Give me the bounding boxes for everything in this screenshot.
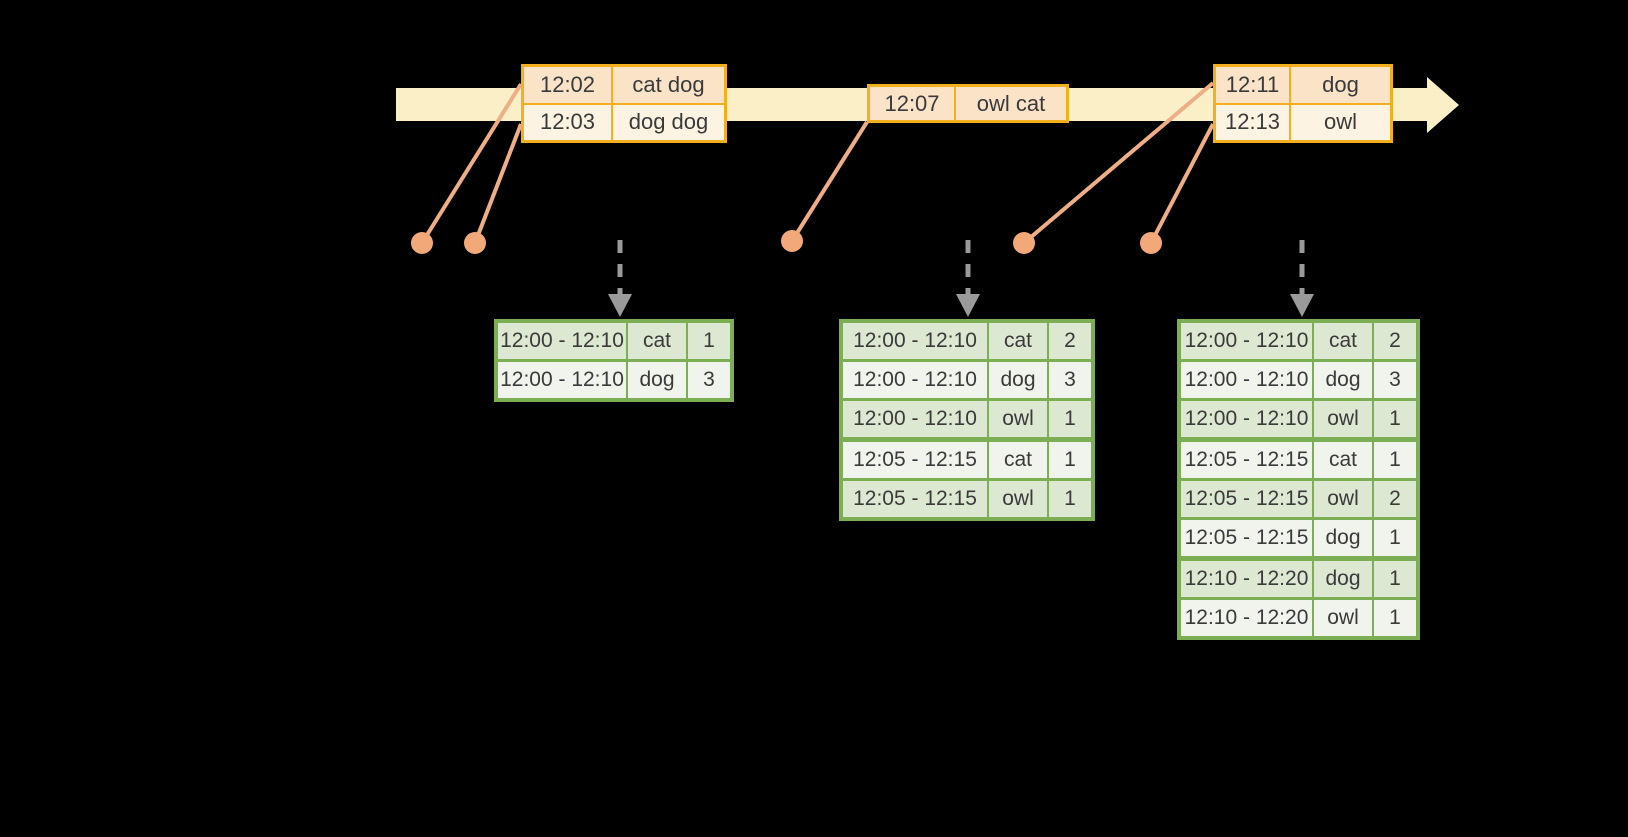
table-cell-count: 1 bbox=[1374, 600, 1416, 636]
table-cell-count: 3 bbox=[1049, 362, 1091, 398]
table-cell-window: 12:05 - 12:15 bbox=[1181, 481, 1312, 517]
table-cell-word: owl bbox=[989, 481, 1047, 517]
table-cell-word: cat bbox=[1314, 442, 1372, 478]
trigger-arrow-head-icon bbox=[608, 294, 632, 317]
table-cell-count: 2 bbox=[1374, 481, 1416, 517]
event-dot-icon bbox=[1013, 232, 1035, 254]
table-cell-window: 12:00 - 12:10 bbox=[498, 362, 626, 398]
table-cell-word: dog bbox=[628, 362, 686, 398]
table-cell-window: 12:10 - 12:20 bbox=[1181, 561, 1312, 597]
table-cell-count: 1 bbox=[1374, 442, 1416, 478]
event-dot-icon bbox=[781, 230, 803, 252]
table-cell-window: 12:00 - 12:10 bbox=[843, 362, 987, 398]
table-cell-word: dog bbox=[1314, 520, 1372, 556]
table-cell-word: cat bbox=[628, 323, 686, 359]
table-cell-window: 12:05 - 12:15 bbox=[1181, 520, 1312, 556]
table-cell-window: 12:00 - 12:10 bbox=[843, 323, 987, 359]
table-cell-count: 1 bbox=[1049, 401, 1091, 437]
table-cell-window: 12:00 - 12:10 bbox=[843, 401, 987, 437]
table-cell-count: 1 bbox=[1374, 401, 1416, 437]
event-words-cell: owl cat bbox=[956, 87, 1066, 120]
trigger-arrow-head-icon bbox=[956, 294, 980, 317]
table-cell-window: 12:05 - 12:15 bbox=[843, 442, 987, 478]
table-cell-word: dog bbox=[989, 362, 1047, 398]
event-words-cell: cat dog bbox=[613, 67, 724, 103]
event-words-cell: owl bbox=[1291, 104, 1390, 140]
event-time-cell: 12:13 bbox=[1216, 104, 1289, 140]
event-connector-line bbox=[473, 123, 523, 244]
table-cell-word: cat bbox=[989, 323, 1047, 359]
table-cell-count: 1 bbox=[1049, 481, 1091, 517]
table-cell-word: owl bbox=[1314, 600, 1372, 636]
table-cell-window: 12:00 - 12:10 bbox=[1181, 362, 1312, 398]
table-cell-window: 12:00 - 12:10 bbox=[1181, 323, 1312, 359]
table-cell-word: owl bbox=[989, 401, 1047, 437]
table-cell-count: 2 bbox=[1049, 323, 1091, 359]
event-time-cell: 12:07 bbox=[870, 87, 954, 120]
table-cell-word: owl bbox=[1314, 401, 1372, 437]
event-time-cell: 12:03 bbox=[524, 104, 611, 140]
table-cell-count: 3 bbox=[1374, 362, 1416, 398]
table-cell-word: dog bbox=[1314, 362, 1372, 398]
table-cell-word: owl bbox=[1314, 481, 1372, 517]
event-words-cell: dog bbox=[1291, 67, 1390, 103]
table-cell-count: 1 bbox=[1049, 442, 1091, 478]
table-cell-window: 12:10 - 12:20 bbox=[1181, 600, 1312, 636]
table-cell-window: 12:00 - 12:10 bbox=[1181, 401, 1312, 437]
event-time-cell: 12:11 bbox=[1216, 67, 1289, 103]
table-cell-word: cat bbox=[1314, 323, 1372, 359]
event-connector-line bbox=[1149, 123, 1215, 244]
table-cell-count: 1 bbox=[688, 323, 730, 359]
event-time-cell: 12:02 bbox=[524, 67, 611, 103]
timeline-arrowhead-icon bbox=[1427, 77, 1459, 133]
table-cell-count: 1 bbox=[1374, 520, 1416, 556]
table-cell-count: 2 bbox=[1374, 323, 1416, 359]
event-dot-icon bbox=[411, 232, 433, 254]
table-cell-count: 1 bbox=[1374, 561, 1416, 597]
table-cell-window: 12:00 - 12:10 bbox=[498, 323, 626, 359]
event-dot-icon bbox=[1140, 232, 1162, 254]
table-cell-window: 12:05 - 12:15 bbox=[1181, 442, 1312, 478]
table-cell-word: cat bbox=[989, 442, 1047, 478]
table-cell-window: 12:05 - 12:15 bbox=[843, 481, 987, 517]
event-words-cell: dog dog bbox=[613, 104, 724, 140]
trigger-arrow-head-icon bbox=[1290, 294, 1314, 317]
table-cell-word: dog bbox=[1314, 561, 1372, 597]
table-cell-count: 3 bbox=[688, 362, 730, 398]
event-dot-icon bbox=[464, 232, 486, 254]
event-connector-line bbox=[790, 120, 869, 243]
